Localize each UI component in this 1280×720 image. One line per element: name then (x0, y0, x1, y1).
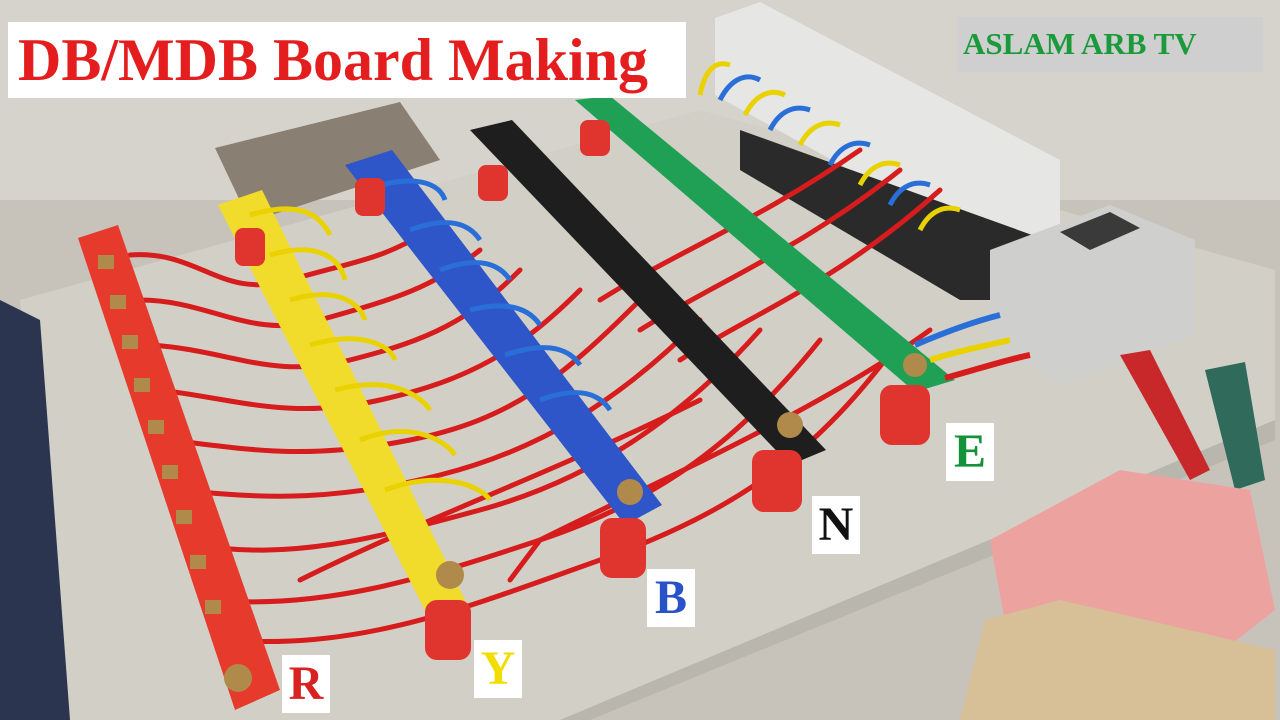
blue-wires (379, 178, 613, 412)
insulators (235, 120, 930, 660)
breaker-row-shadow (740, 130, 1060, 300)
mccb-wires (913, 312, 1031, 381)
busbar-b-bolt (617, 479, 643, 505)
phase-label-n: N (812, 496, 860, 554)
channel-banner: ASLAM ARB TV (957, 17, 1263, 72)
left-shadow (0, 300, 70, 720)
breaker-wires (697, 61, 961, 232)
busbar-b (345, 150, 662, 525)
phase-label-b: B (647, 569, 695, 627)
yellow-wires (249, 206, 493, 502)
title-banner: DB/MDB Board Making (8, 22, 686, 98)
mccb-handle (1060, 212, 1140, 250)
busbar-n (470, 120, 826, 465)
pliers-handle-green (1205, 362, 1265, 490)
busbar-y-bolt (436, 561, 464, 589)
busbar-n-bolt (777, 412, 803, 438)
phase-label-r: R (282, 655, 330, 713)
busbar-e-bolt (903, 353, 927, 377)
sponge-block (215, 102, 440, 222)
phase-label-e: E (946, 423, 994, 481)
phase-label-y: Y (474, 640, 522, 698)
busbar-y (218, 190, 470, 620)
breaker-row (715, 2, 1060, 245)
cardboard-box (960, 600, 1275, 720)
busbar-e (575, 96, 955, 392)
video-title: DB/MDB Board Making (18, 27, 649, 93)
channel-name: ASLAM ARB TV (963, 26, 1197, 61)
mccb-main-breaker (990, 205, 1195, 385)
pliers-handle (1120, 350, 1210, 480)
busbar-r-terminals (98, 255, 252, 692)
